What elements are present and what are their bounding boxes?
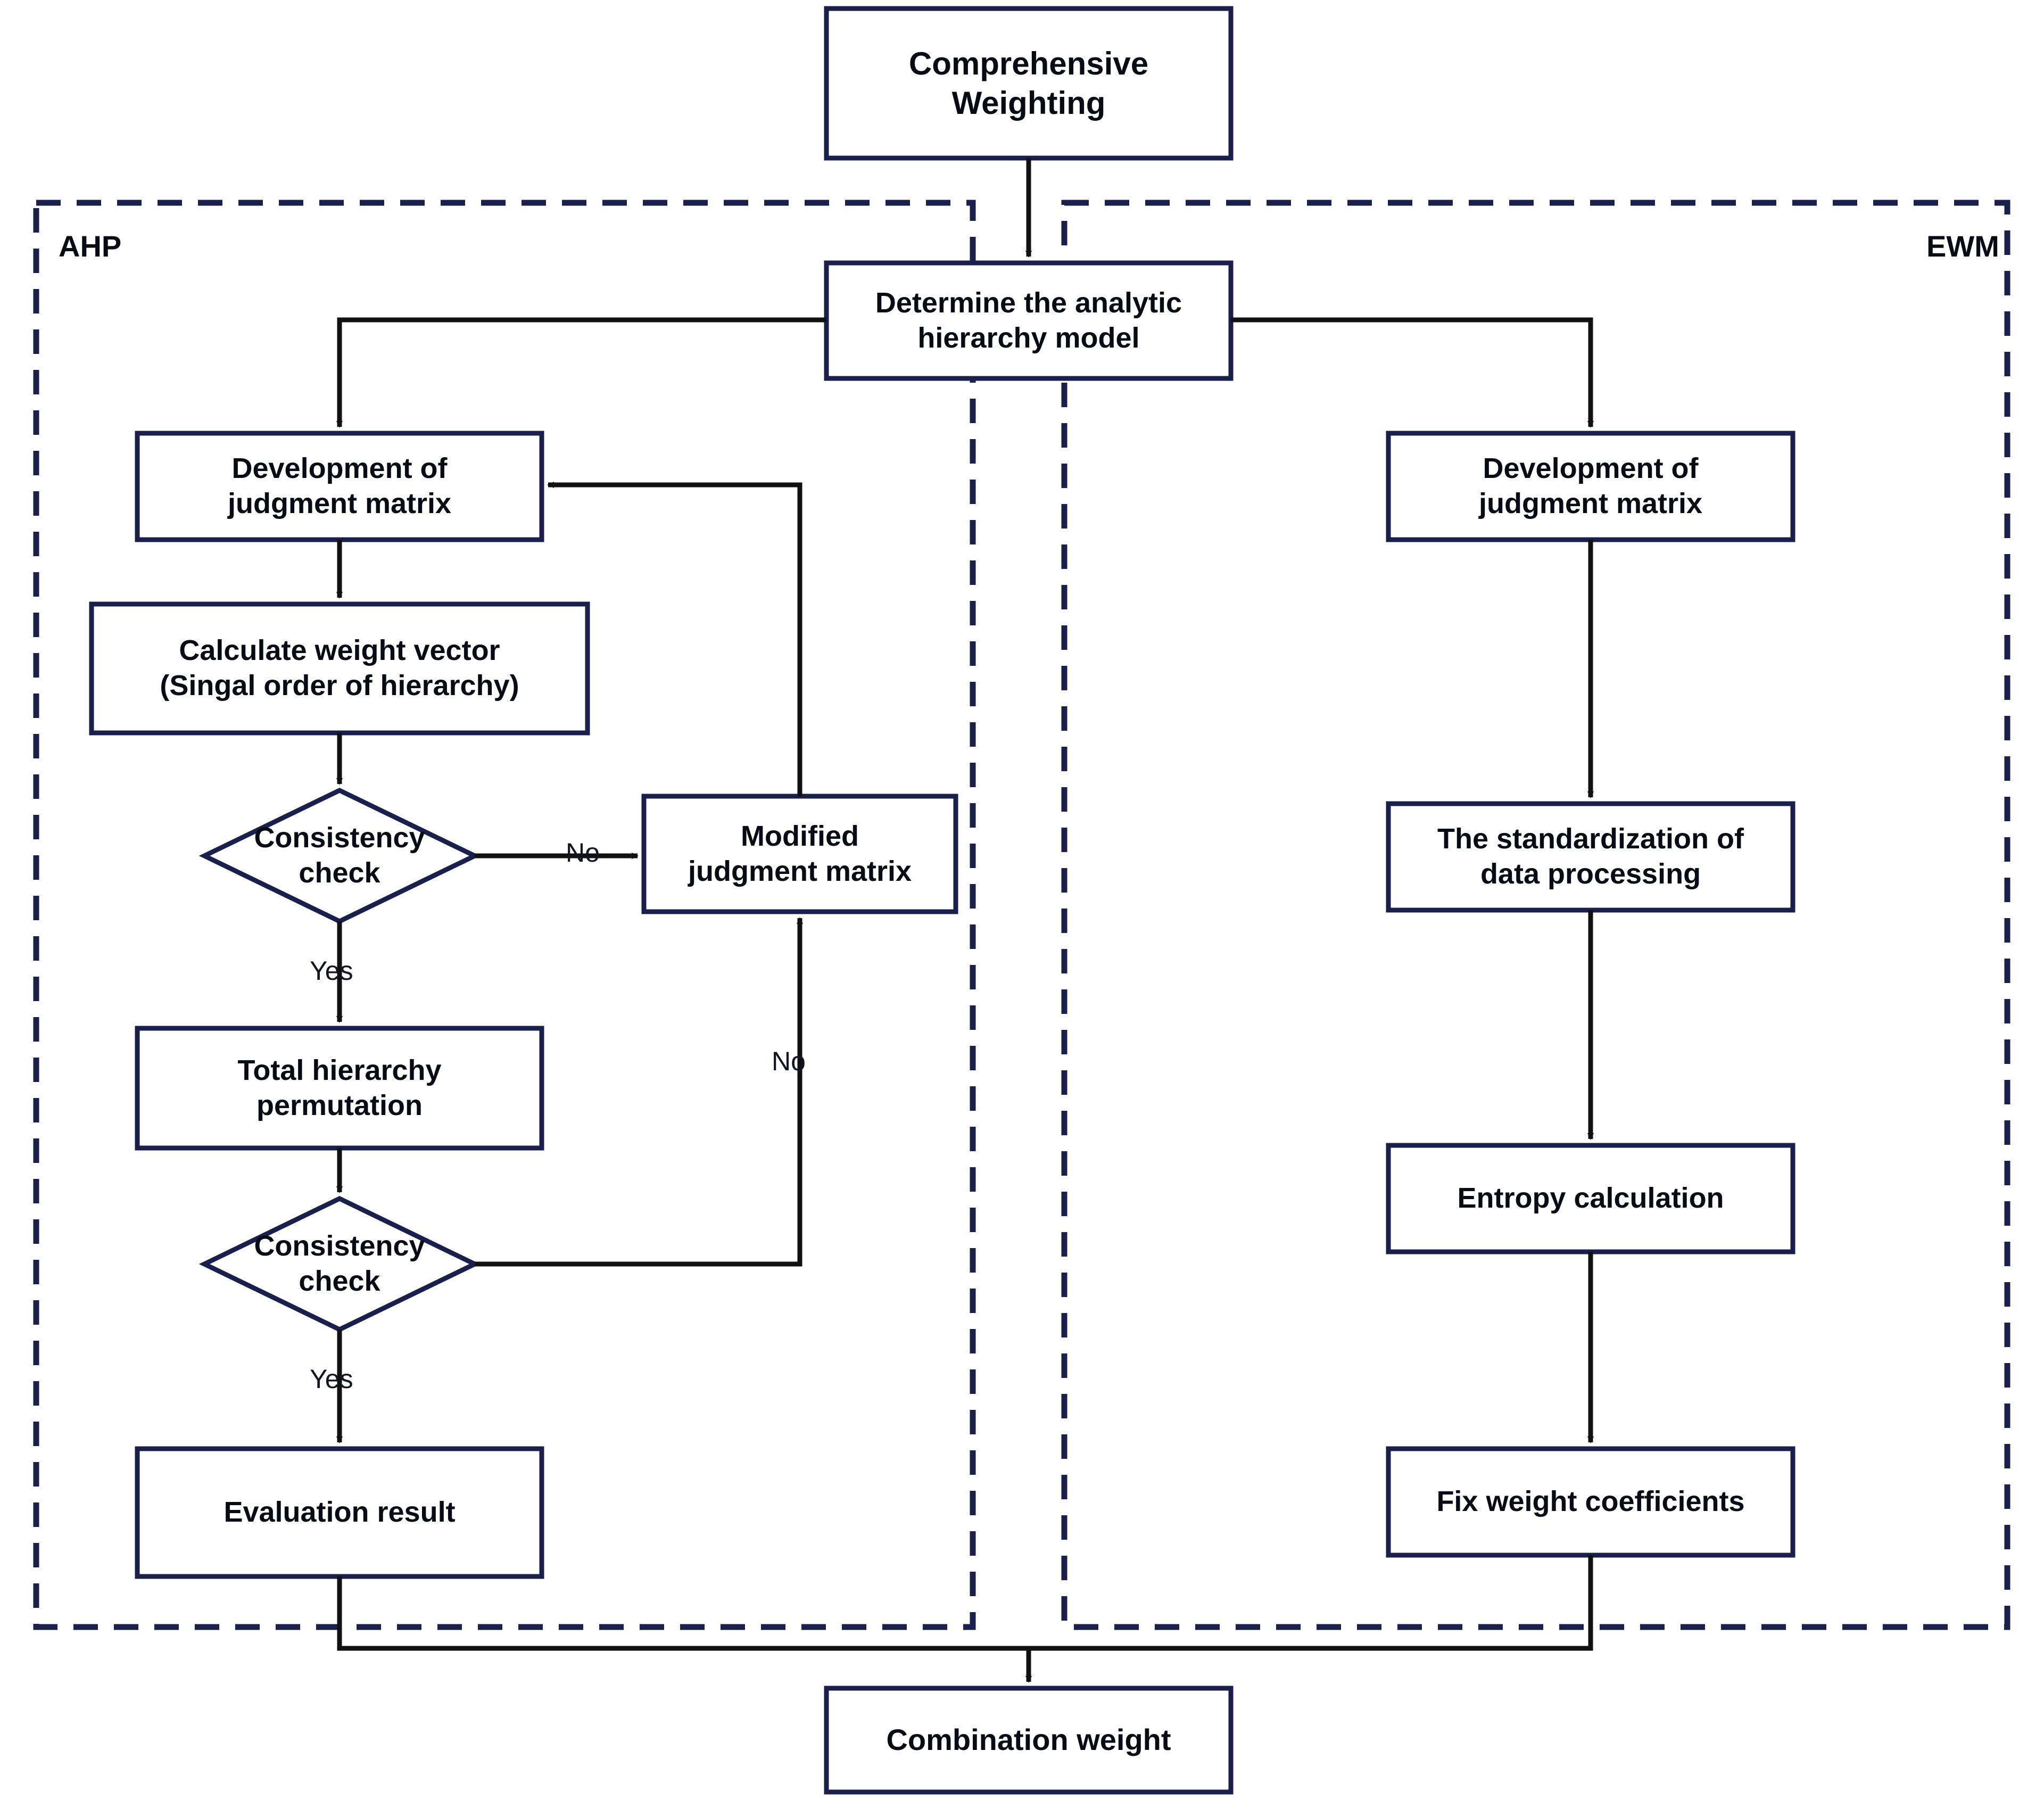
edge-determine-to-ewm-development: [1231, 317, 1594, 428]
group-label-ahp: AHP: [59, 229, 122, 263]
group-label-ewm: EWM: [1926, 229, 1999, 263]
edge-label-no-1: No: [566, 838, 600, 868]
edge-modified-to-ahp-development: [547, 482, 802, 796]
node-fix-weight-coefficients-shape: [1386, 1446, 1795, 1558]
edge-label-yes-1: Yes: [310, 956, 353, 986]
node-calculate-weight-vector-shape: [89, 601, 590, 736]
group-ahp-boundary: [33, 200, 976, 1630]
edge-label-no-2: No: [772, 1046, 806, 1076]
edge-check2-no-to-modified: [475, 917, 803, 1267]
node-determine-model-shape: [824, 260, 1234, 381]
node-ahp-development-judgment-matrix-shape: [135, 431, 544, 542]
node-entropy-calculation-shape: [1386, 1143, 1795, 1254]
edge-label-yes-2: Yes: [310, 1364, 353, 1394]
edge-merge-bus: [337, 1555, 1593, 1651]
node-total-hierarchy-permutation-shape: [135, 1026, 544, 1151]
node-consistency-check-2-shape: [198, 1196, 481, 1332]
group-ewm-boundary: [1061, 200, 2010, 1630]
node-standardization-data-processing-shape: [1386, 801, 1795, 913]
node-consistency-check-1-shape: [198, 788, 481, 924]
node-comprehensive-weighting-shape: [824, 6, 1234, 161]
node-evaluation-result-shape: [135, 1446, 544, 1579]
edge-determine-to-ahp-development: [336, 317, 826, 428]
node-ewm-development-judgment-matrix-shape: [1386, 431, 1795, 542]
node-combination-weight-shape: [824, 1686, 1234, 1795]
node-modified-judgment-matrix-shape: [641, 794, 958, 914]
